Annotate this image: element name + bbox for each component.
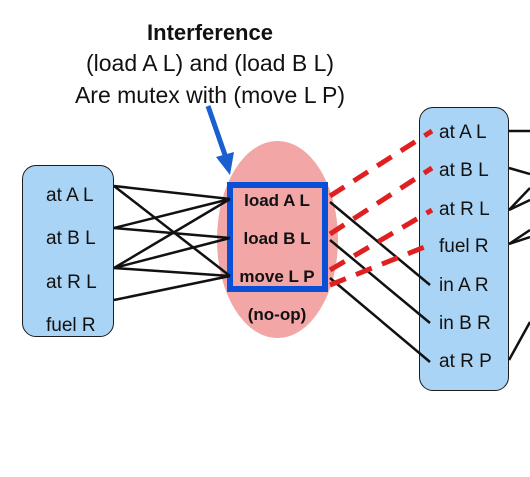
mutex-link-atRL <box>328 207 434 273</box>
link-fuelR-moveLP <box>113 274 231 302</box>
link-loadAL-inAR <box>329 201 431 286</box>
left-proposition-layer <box>22 165 114 337</box>
effect-links <box>329 201 431 363</box>
link-atRL-loadAL <box>113 197 231 270</box>
next-layer-links <box>507 129 530 361</box>
annotation-title: Interference <box>147 20 273 45</box>
link-atRL-moveLP <box>113 266 231 278</box>
right-prop-at-r-p: at R P <box>439 351 492 372</box>
left-prop-fuel-r: fuel R <box>46 315 96 336</box>
annotation-line-1: (load A L) and (load B L) <box>85 50 335 76</box>
interference-annotation: Interference (load A L) and (load B L) A… <box>40 20 380 120</box>
precondition-links <box>113 184 231 302</box>
link-atAL-loadAL <box>113 184 231 201</box>
right-prop-in-a-r: in A R <box>439 275 489 296</box>
link-moveLP-atRP <box>329 277 431 363</box>
mutex-link-atAL <box>328 128 434 199</box>
left-prop-at-b-l: at B L <box>46 228 96 249</box>
annotation-line-2: Are mutex with (move L P) <box>74 82 346 108</box>
right-prop-at-r-l: at R L <box>439 199 490 220</box>
right-prop-in-b-r: in B R <box>439 313 491 334</box>
right-prop-fuel-r: fuel R <box>439 236 489 257</box>
left-prop-at-a-l: at A L <box>46 185 94 206</box>
annotation-arrow <box>205 105 234 175</box>
link-atRL-loadBL <box>113 236 231 270</box>
action-layer-oval <box>217 141 338 338</box>
mutex-link-atBL <box>328 165 434 237</box>
action-load-b-l: load B L <box>243 229 311 248</box>
right-prop-at-a-l: at A L <box>439 122 487 143</box>
mutex-delete-links <box>328 128 434 288</box>
action-no-op: (no-op) <box>247 305 307 324</box>
right-prop-at-b-l: at B L <box>439 160 489 181</box>
left-prop-at-r-l: at R L <box>46 272 97 293</box>
mutex-link-fuelR <box>329 241 433 288</box>
action-load-a-l: load A L <box>244 191 310 210</box>
link-atAL-moveLP <box>113 185 231 277</box>
link-atBL-loadAL <box>113 197 231 230</box>
link-loadBL-inBR <box>329 239 431 324</box>
action-move-l-p: move L P <box>239 267 315 286</box>
